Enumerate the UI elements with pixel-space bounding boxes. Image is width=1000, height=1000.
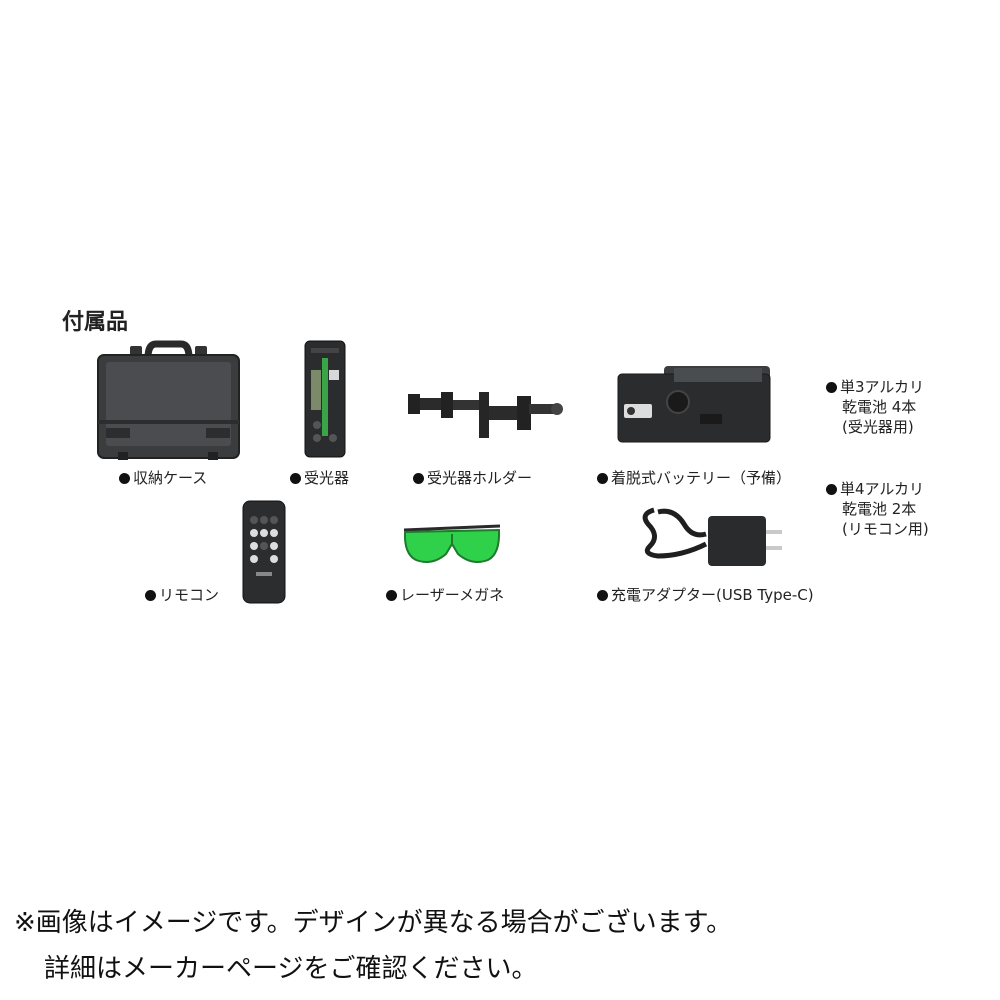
bullet-icon	[826, 484, 837, 495]
bullet-icon	[826, 382, 837, 393]
note-aaa-batteries: 単4アルカリ 乾電池 2本 (リモコン用)	[826, 479, 929, 539]
receiver-image	[304, 340, 346, 458]
item-label-battery: 着脱式バッテリー（予備）	[597, 467, 791, 488]
bullet-icon	[386, 590, 397, 601]
section-title: 付属品	[62, 310, 129, 335]
battery-image	[616, 362, 772, 444]
receiver-holder-image	[405, 382, 565, 440]
note-aa-batteries: 単3アルカリ 乾電池 4本 (受光器用)	[826, 377, 924, 437]
glasses-image	[400, 520, 504, 572]
remote-image	[242, 500, 286, 604]
bullet-icon	[119, 473, 130, 484]
disclaimer-line-2: 詳細はメーカーページをご確認ください。	[44, 954, 538, 984]
adapter-image	[634, 502, 794, 570]
bullet-icon	[597, 590, 608, 601]
bullet-icon	[290, 473, 301, 484]
item-label-case: 収納ケース	[119, 467, 207, 488]
bullet-icon	[413, 473, 424, 484]
disclaimer-line-1: ※画像はイメージです。デザインが異なる場合がございます。	[14, 908, 733, 938]
item-label-remote: リモコン	[145, 584, 219, 605]
item-label-adapter: 充電アダプター(USB Type-C)	[597, 584, 814, 605]
item-label-receiver-holder: 受光器ホルダー	[413, 467, 532, 488]
item-label-receiver: 受光器	[290, 467, 349, 488]
case-image	[96, 340, 241, 462]
bullet-icon	[145, 590, 156, 601]
bullet-icon	[597, 473, 608, 484]
item-label-glasses: レーザーメガネ	[386, 584, 504, 605]
